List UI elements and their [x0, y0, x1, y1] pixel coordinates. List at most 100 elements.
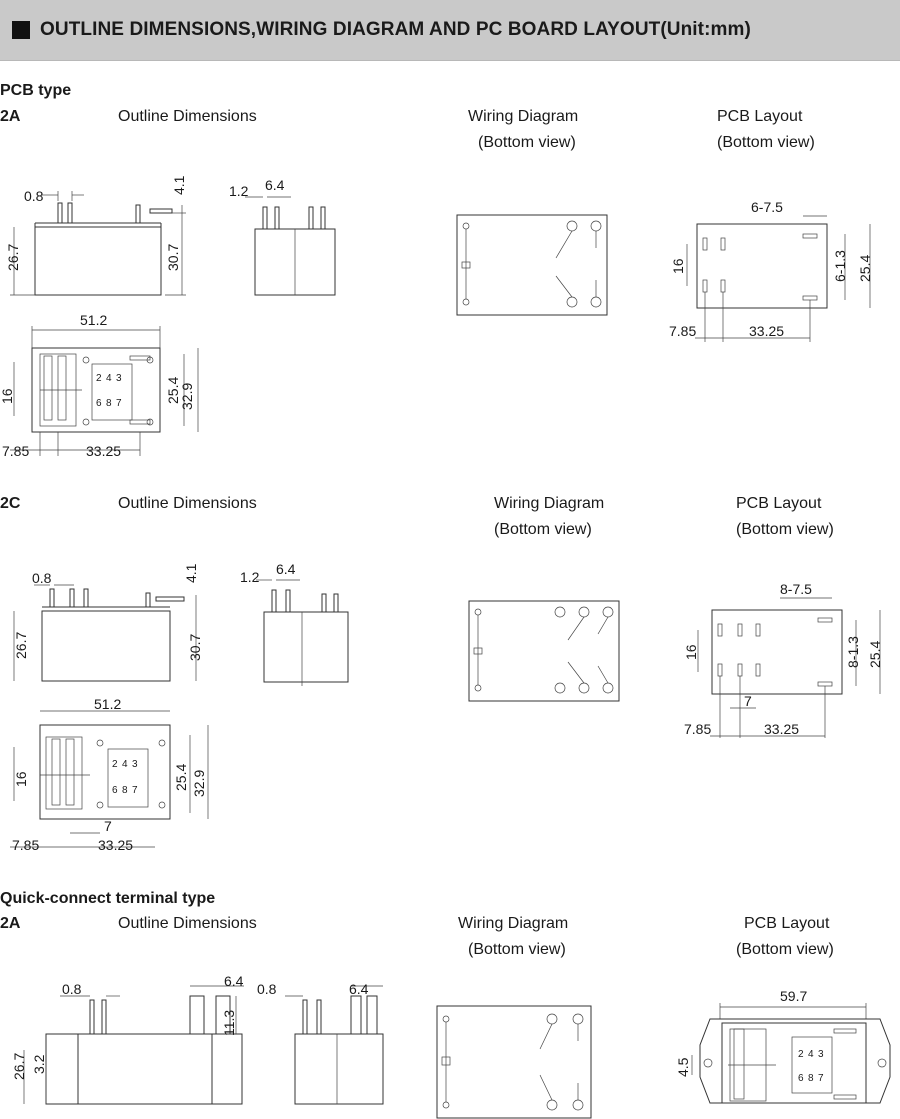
pcb-layout-label: PCB Layout — [717, 108, 803, 125]
pcb-bottom-view-label: (Bottom view) — [736, 941, 834, 958]
dimension-label: 0.8 — [257, 981, 277, 997]
dimension-label: 8 — [808, 1073, 814, 1084]
dimension-label: 25.4 — [867, 641, 883, 668]
dimension-label: 30.7 — [187, 634, 203, 661]
dimension-label: 1.2 — [240, 569, 260, 585]
outline-dimensions-label: Outline Dimensions — [118, 108, 257, 125]
wiring-diagram-label: Wiring Diagram — [468, 108, 579, 125]
outline-front-view: 0.8 4.1 26.7 30.7 — [13, 563, 203, 682]
dim-side-a: 1.2 — [229, 183, 249, 199]
dimension-label: 51.2 — [94, 696, 121, 712]
dimension-label: 4 — [808, 1049, 814, 1060]
dimension-label: 32.9 — [191, 770, 207, 797]
dim-row: 16 — [0, 388, 15, 404]
pcb-bottom-view-label: (Bottom view) — [736, 521, 834, 538]
dimension-label: 0.8 — [32, 570, 52, 586]
outline-front-view: 0.8 4.1 26.7 30.7 — [5, 175, 187, 296]
dim-w1: 25.4 — [165, 377, 181, 404]
wiring-diagram-label: Wiring Diagram — [494, 495, 605, 512]
dimension-label: 4.5 — [675, 1057, 691, 1077]
outline-side-view: 1.2 6.4 — [229, 177, 336, 296]
dimension-label: 59.7 — [780, 988, 807, 1004]
dimension-label: 3.2 — [31, 1054, 47, 1074]
pcb-dim-row: 16 — [670, 258, 686, 274]
dimension-label: 0.8 — [62, 981, 82, 997]
pcb-layout-label: PCB Layout — [744, 915, 830, 932]
dimension-label: 16 — [13, 771, 29, 787]
dimension-label: 4 — [106, 373, 112, 384]
dim-x2: 33.25 — [86, 443, 121, 459]
pcb-dim-x2: 33.25 — [749, 323, 784, 339]
wiring-bottom-view-label: (Bottom view) — [478, 134, 576, 151]
outline-bottom-view: 51.2 16 25.4 32.9 7.85 33.25 2 4 3 6 8 7 — [0, 312, 199, 459]
dimension-label: 4 — [122, 759, 128, 770]
dimension-label: 26.7 — [13, 632, 29, 659]
dimension-label: 16 — [683, 644, 699, 660]
square-bullet-icon — [12, 21, 30, 39]
wiring-diagram-2a — [456, 214, 608, 316]
outline-bottom-view: 51.2 16 25.4 32.9 7 7.85 33.25 2 4 3 6 8… — [10, 696, 209, 853]
wiring-diagram-quick — [436, 1005, 592, 1119]
wiring-bottom-view-label: (Bottom view) — [494, 521, 592, 538]
wiring-bottom-view-label: (Bottom view) — [468, 941, 566, 958]
variant-label-2a: 2A — [0, 108, 21, 125]
dimension-label: 33.25 — [98, 837, 133, 853]
dimension-label: 4.1 — [183, 563, 199, 583]
dimension-label: 6 — [112, 785, 118, 796]
outline-front-view: 0.8 6.4 11.3 26.7 3.2 — [11, 973, 244, 1105]
pcb-dim-x1: 7.85 — [669, 323, 696, 339]
dim-length: 51.2 — [80, 312, 107, 328]
variant-label-2a: 2A — [0, 915, 21, 932]
dimension-label: 7 — [744, 693, 752, 709]
dimension-label: 2 — [96, 373, 102, 384]
dimension-label: 26.7 — [11, 1053, 27, 1080]
wiring-diagram-2c — [468, 600, 620, 702]
outline-dimensions-label: Outline Dimensions — [118, 915, 257, 932]
dimension-label: 7.85 — [684, 721, 711, 737]
dimension-label: 6.4 — [349, 981, 369, 997]
section-header: OUTLINE DIMENSIONS,WIRING DIAGRAM AND PC… — [0, 0, 900, 61]
pcb-layout-quick: 59.7 4.5 2 4 3 6 8 7 — [675, 988, 891, 1104]
dimension-label: 7 — [818, 1073, 824, 1084]
pcb-dim-w: 25.4 — [857, 255, 873, 282]
dimension-label: 6 — [96, 398, 102, 409]
dimension-label: 8-7.5 — [780, 581, 812, 597]
dimension-label: 8 — [106, 398, 112, 409]
dimension-label: 25.4 — [173, 764, 189, 791]
type-label-quick-connect: Quick-connect terminal type — [0, 890, 216, 907]
dimension-label: 11.3 — [221, 1010, 237, 1036]
pcb-dim-d: 6-1.3 — [832, 250, 848, 282]
type-label-pcb: PCB type — [0, 82, 72, 99]
pcb-layout-2c: 8-7.5 8-1.3 25.4 16 7 7.85 33.25 — [683, 581, 883, 738]
dimension-label: 7.85 — [12, 837, 39, 853]
pcb-bottom-view-label: (Bottom view) — [717, 134, 815, 151]
page-title: OUTLINE DIMENSIONS,WIRING DIAGRAM AND PC… — [40, 19, 751, 40]
dimension-label: 2 — [112, 759, 118, 770]
dimension-label: 3 — [132, 759, 138, 770]
dimension-label: 7 — [116, 398, 122, 409]
dimension-label: 7 — [132, 785, 138, 796]
dimension-label: 33.25 — [764, 721, 799, 737]
dim-height2: 30.7 — [165, 244, 181, 271]
pcb-layout-label: PCB Layout — [736, 495, 822, 512]
pcb-layout-2a: 6-7.5 6-1.3 25.4 16 7.85 33.25 — [669, 199, 873, 342]
dim-side-b: 6.4 — [265, 177, 285, 193]
dimension-label: 6.4 — [224, 973, 244, 989]
dimension-label: 3 — [818, 1049, 824, 1060]
outline-side-view: 0.8 6.4 — [257, 981, 384, 1105]
outline-side-view: 1.2 6.4 — [240, 561, 349, 686]
outline-dimensions-label: Outline Dimensions — [118, 495, 257, 512]
dimension-label: 8 — [122, 785, 128, 796]
dimension-label: 2 — [798, 1049, 804, 1060]
dimension-label: 3 — [116, 373, 122, 384]
dimension-label: 8-1.3 — [845, 636, 861, 668]
dimension-label: 7 — [104, 818, 112, 834]
dimension-label: 6.4 — [276, 561, 296, 577]
dim-x1: 7.85 — [2, 443, 29, 459]
variant-label-2c: 2C — [0, 495, 21, 512]
wiring-diagram-label: Wiring Diagram — [458, 915, 569, 932]
dimension-label: 6 — [798, 1073, 804, 1084]
dim-pin-width: 0.8 — [24, 188, 44, 204]
dim-top: 4.1 — [171, 175, 187, 195]
dim-height: 26.7 — [5, 244, 21, 271]
